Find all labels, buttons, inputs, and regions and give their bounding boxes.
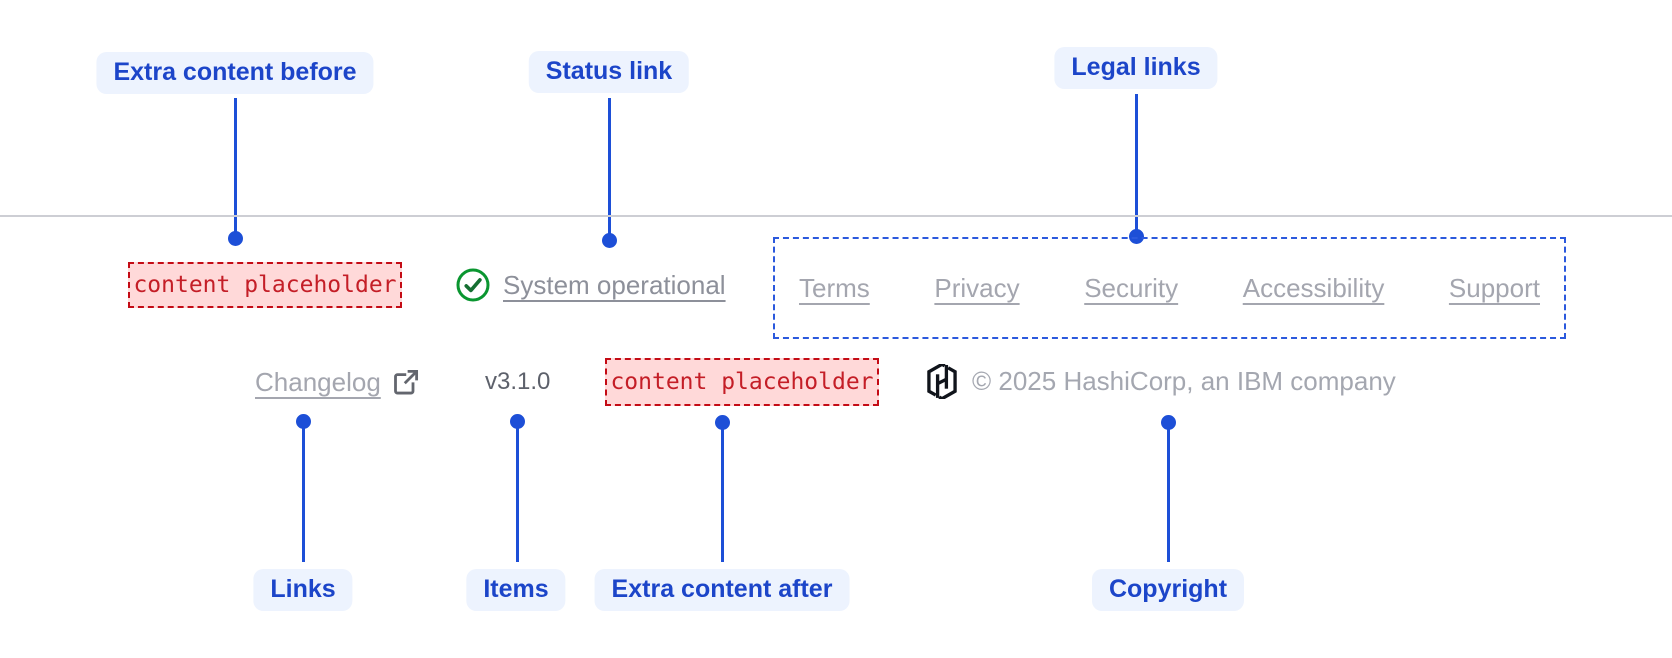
version-item: v3.1.0 — [485, 360, 550, 404]
annotation-label-copyright: Copyright — [1091, 569, 1245, 611]
changelog-link-label[interactable]: Changelog — [255, 366, 381, 397]
connector-line — [720, 422, 724, 562]
extra-content-before-placeholder: content placeholder — [128, 262, 402, 308]
annotation-label-items: Items — [466, 569, 566, 611]
check-circle-icon — [455, 267, 491, 303]
external-link-icon — [392, 368, 420, 396]
annotation-label-extra-content-before: Extra content before — [96, 52, 374, 94]
connector-line — [233, 98, 237, 234]
connector-dot — [227, 230, 243, 246]
connector-dot — [601, 232, 617, 248]
annotation-label-links: Links — [253, 569, 353, 611]
footer-top-border — [0, 215, 1672, 217]
legal-link-terms[interactable]: Terms — [799, 272, 870, 303]
connector-dot — [1128, 228, 1144, 244]
annotation-label-status-link: Status link — [528, 51, 690, 93]
placeholder-text: content placeholder — [133, 272, 397, 298]
connector-line — [301, 421, 305, 562]
hashicorp-logo — [926, 363, 958, 399]
changelog-link[interactable]: Changelog — [255, 360, 420, 404]
copyright-section: © 2025 HashiCorp, an IBM company — [926, 358, 1396, 404]
legal-link-privacy[interactable]: Privacy — [934, 272, 1020, 303]
extra-content-after-placeholder: content placeholder — [605, 358, 879, 406]
version-label: v3.1.0 — [485, 368, 551, 395]
connector-line — [515, 421, 519, 562]
connector-line — [607, 98, 611, 235]
legal-link-support[interactable]: Support — [1448, 272, 1540, 303]
connector-line — [1166, 422, 1170, 562]
legal-link-accessibility[interactable]: Accessibility — [1242, 272, 1385, 303]
placeholder-text: content placeholder — [610, 369, 874, 395]
annotation-label-extra-content-after: Extra content after — [594, 569, 850, 611]
connector-line — [1134, 94, 1138, 230]
status-link[interactable]: System operational — [455, 260, 726, 310]
legal-links-group: Terms Privacy Security Accessibility Sup… — [773, 237, 1566, 339]
annotation-label-legal-links: Legal links — [1054, 47, 1218, 89]
status-link-label[interactable]: System operational — [503, 269, 726, 300]
copyright-text: © 2025 HashiCorp, an IBM company — [972, 365, 1396, 396]
legal-link-security[interactable]: Security — [1084, 272, 1179, 303]
